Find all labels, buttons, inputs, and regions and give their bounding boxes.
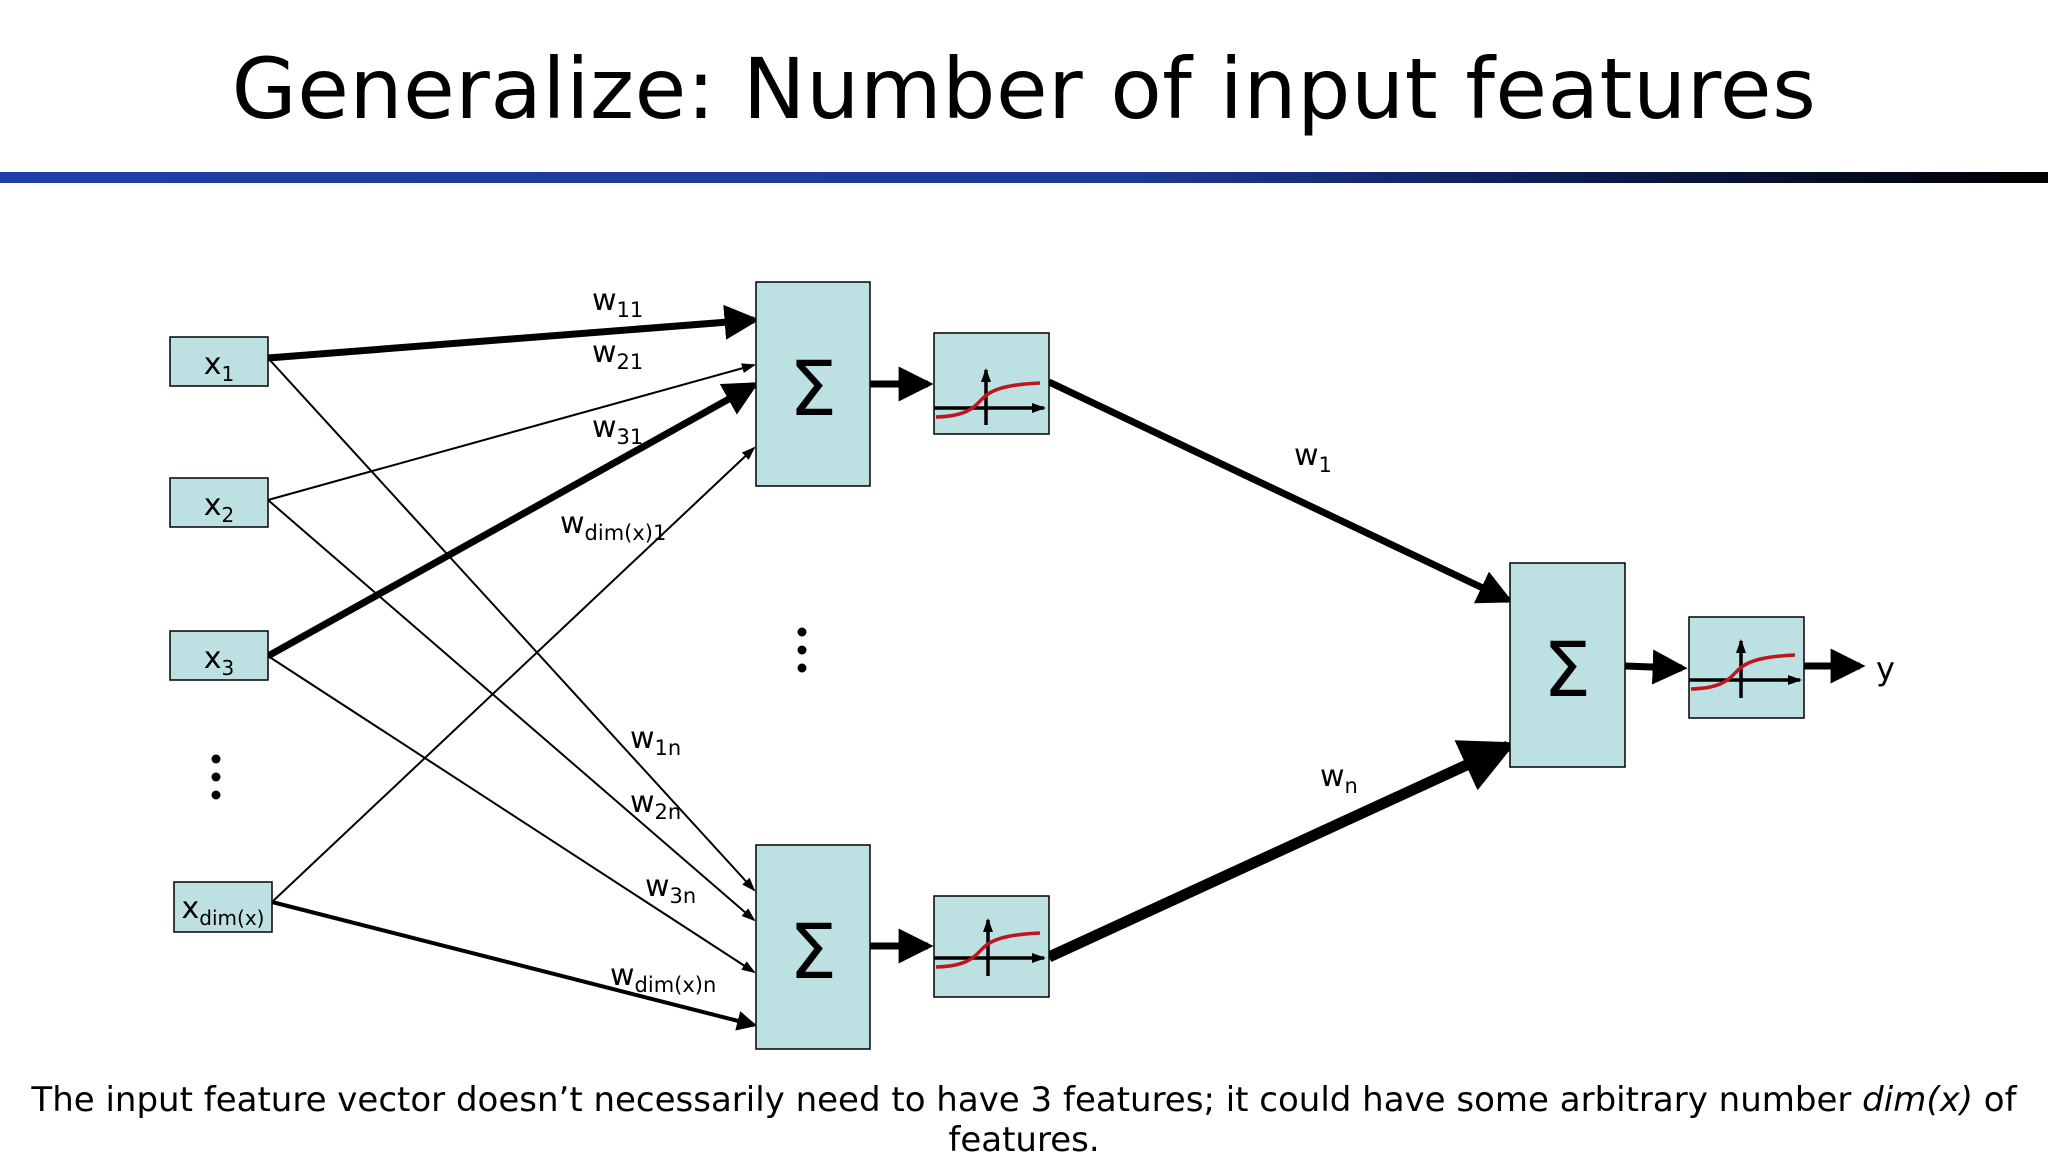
edge-out-act [1624,649,1688,685]
edge-x3-hn [267,655,756,974]
activation-node-1 [933,332,1050,435]
sigma-symbol: Σ [789,907,837,996]
sigma-symbol: Σ [789,344,837,433]
output-label-y: y [1876,650,1895,688]
sigmoid-curve [935,931,1041,969]
short-connectors [870,366,1866,964]
weight-label-wdim-1: wdim(x)1 [560,506,666,545]
svg-text:x3: x3 [204,641,235,680]
weight-label-w3n: w3n [645,869,696,908]
svg-text:x1: x1 [204,347,235,386]
edge-a1-out [1047,378,1514,604]
edges-to-bottom-hidden [267,357,758,1031]
svg-text:x2: x2 [204,488,235,527]
edges-to-top-hidden [266,304,760,903]
output-sum-node: Σ [1509,562,1626,768]
edge-xd-h1 [271,446,756,903]
output-activation-node [1688,616,1805,719]
hidden-ellipsis [797,627,807,673]
hidden-sum-node-n: Σ [755,844,871,1050]
edge-x1-hn [267,357,756,892]
input-ellipsis [211,754,221,800]
weight-label-w11: w11 [592,283,643,322]
weight-label-wdim-n: wdim(x)n [610,958,716,997]
weight-label-wn: wn [1320,759,1358,798]
sigmoid-curve [935,381,1041,419]
weight-label-w2n: w2n [630,785,681,824]
page-title: Generalize: Number of input features [231,40,1817,138]
edge-xd-hn [271,900,758,1031]
activation-node-n [933,895,1050,998]
svg-text:xdim(x): xdim(x) [182,891,265,930]
edge-x1-h1 [267,304,760,362]
weight-label-w31: w31 [592,410,643,449]
title-underline-bar [0,172,2048,183]
edge-an-out [1046,740,1516,962]
input-node-x2: x2 [169,477,269,528]
caption-text-before: The input feature vector doesn’t necessa… [31,1080,1863,1120]
weight-label-w21: w21 [592,335,643,374]
edge-x2-hn [267,499,756,922]
edge-x2-h1 [267,363,756,501]
sigmoid-curve [1690,653,1796,691]
weight-label-w1: w1 [1294,438,1332,477]
input-node-xdim: xdim(x) [173,881,273,933]
input-node-x3: x3 [169,630,269,681]
hidden-sum-node-1: Σ [755,281,871,487]
caption-emphasis: dim(x) [1862,1080,1973,1120]
weight-label-w1n: w1n [630,721,681,760]
edge-x3-h1 [266,381,759,660]
input-node-x1: x1 [169,336,269,387]
edges-to-output-sum [1046,378,1516,962]
sigma-symbol: Σ [1543,625,1591,714]
slide-caption: The input feature vector doesn’t necessa… [0,1080,2048,1160]
